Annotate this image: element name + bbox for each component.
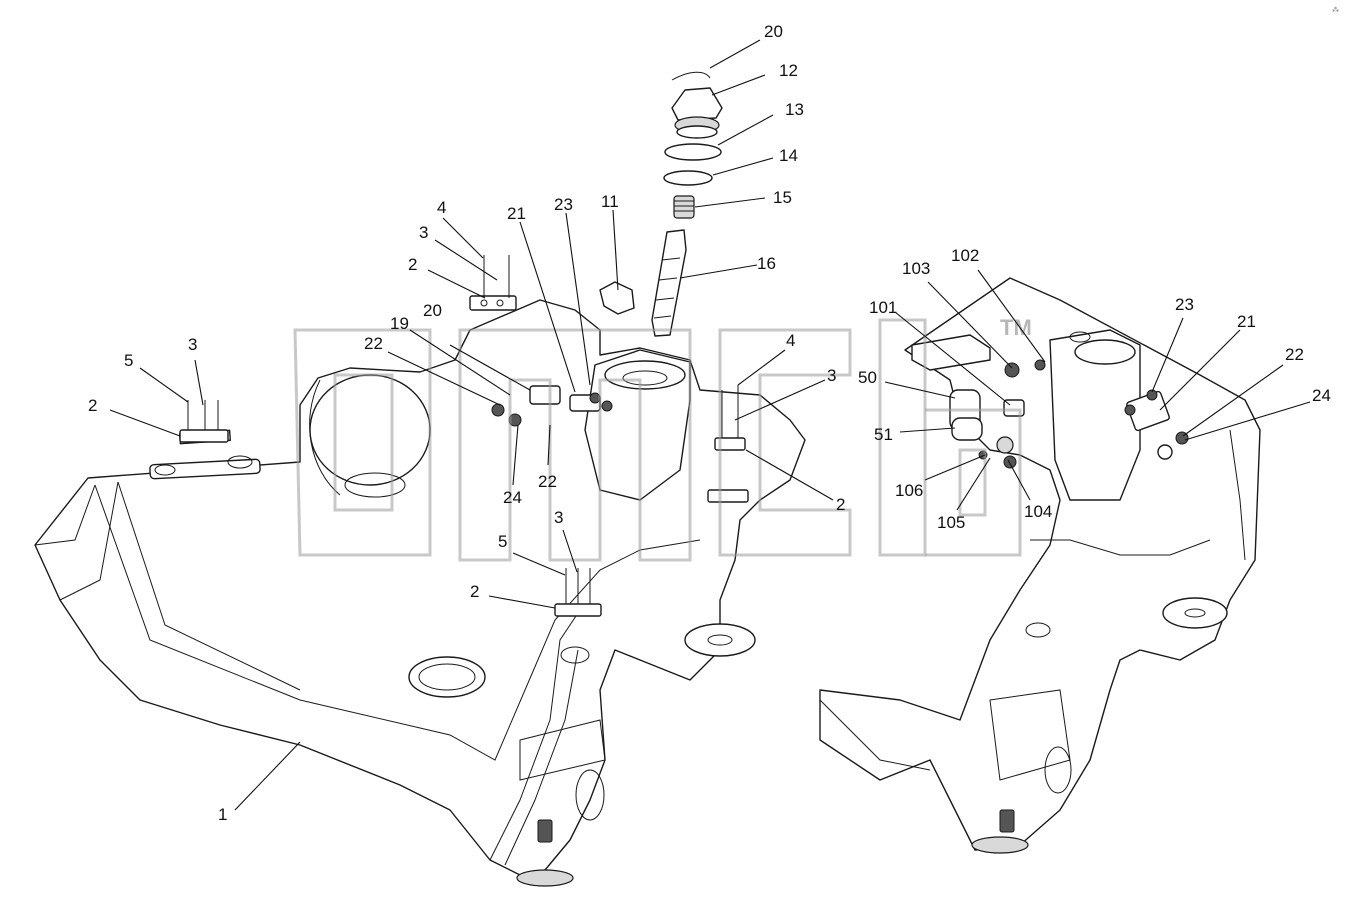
callout-101: 101: [869, 298, 897, 317]
callout-21-left: 21: [507, 204, 526, 223]
callout-3-bottom: 3: [554, 508, 563, 527]
callout-2-mid: 2: [836, 495, 845, 514]
gasket-ring-13: [664, 143, 722, 161]
tank-deck-left: [94, 484, 701, 761]
callout-5-left: 5: [124, 351, 133, 370]
saddle-cup-left: [309, 374, 431, 486]
callout-4-mid: 4: [786, 331, 795, 350]
callout-2-bottom: 2: [470, 582, 479, 601]
callout-24-right: 24: [1312, 386, 1331, 405]
callout-22-right: 22: [1285, 345, 1304, 364]
callout-103: 103: [902, 259, 930, 278]
callout-50: 50: [858, 368, 877, 387]
callout-13: 13: [785, 100, 804, 119]
filter-51: [951, 417, 983, 441]
drain-label-left: [537, 819, 553, 843]
drain-plug-left: [516, 869, 574, 887]
callout-11: 11: [601, 192, 619, 211]
gasket-ring-14: [663, 170, 713, 186]
callout-labels: 20 12 13 14 15 16 11 23 21 4 3 2 20 19 2…: [88, 22, 1331, 824]
callout-12: 12: [779, 61, 798, 80]
callout-19: 19: [390, 314, 409, 333]
callout-2-left: 2: [88, 396, 97, 415]
callout-1: 1: [218, 805, 227, 824]
callout-15: 15: [773, 188, 792, 207]
callout-20-mid: 20: [423, 301, 442, 320]
callout-51: 51: [874, 425, 893, 444]
hose-clamp-11: [599, 281, 635, 315]
callout-5-bottom: 5: [498, 532, 507, 551]
callout-23-right: 23: [1175, 295, 1194, 314]
callout-105: 105: [937, 513, 965, 532]
watermark-tm: TM: [1000, 315, 1032, 340]
deck-port-cap: [408, 656, 486, 698]
callout-3-mid: 3: [827, 366, 836, 385]
spring-15: [673, 195, 695, 219]
callout-23-left: 23: [554, 195, 573, 214]
leader-lines: [109, 39, 1311, 811]
callout-2-top: 2: [408, 255, 417, 274]
callout-22-left: 22: [364, 334, 383, 353]
callout-16: 16: [757, 254, 776, 273]
callout-21-right: 21: [1237, 312, 1256, 331]
filler-cap: [671, 87, 723, 121]
filler-cap-stack: [599, 71, 723, 337]
right-tank-assembly: [819, 277, 1261, 854]
callout-14: 14: [779, 146, 798, 165]
callout-106: 106: [895, 481, 923, 500]
fitting-cluster-left: [179, 255, 749, 617]
bracket-101: [911, 334, 991, 371]
corner-mark: ⁂: [1332, 6, 1339, 14]
callout-104: 104: [1024, 502, 1052, 521]
strainer-16: [651, 229, 687, 337]
callout-3-left: 3: [188, 335, 197, 354]
callout-4-top: 4: [437, 198, 446, 217]
callout-20-top: 20: [764, 22, 783, 41]
callout-22-mid: 22: [538, 472, 557, 491]
callout-102: 102: [951, 246, 979, 265]
callout-3-top: 3: [419, 223, 428, 242]
watermark: TM: [293, 315, 1032, 562]
callout-24-left: 24: [503, 488, 522, 507]
drain-plug-right: [971, 836, 1029, 854]
